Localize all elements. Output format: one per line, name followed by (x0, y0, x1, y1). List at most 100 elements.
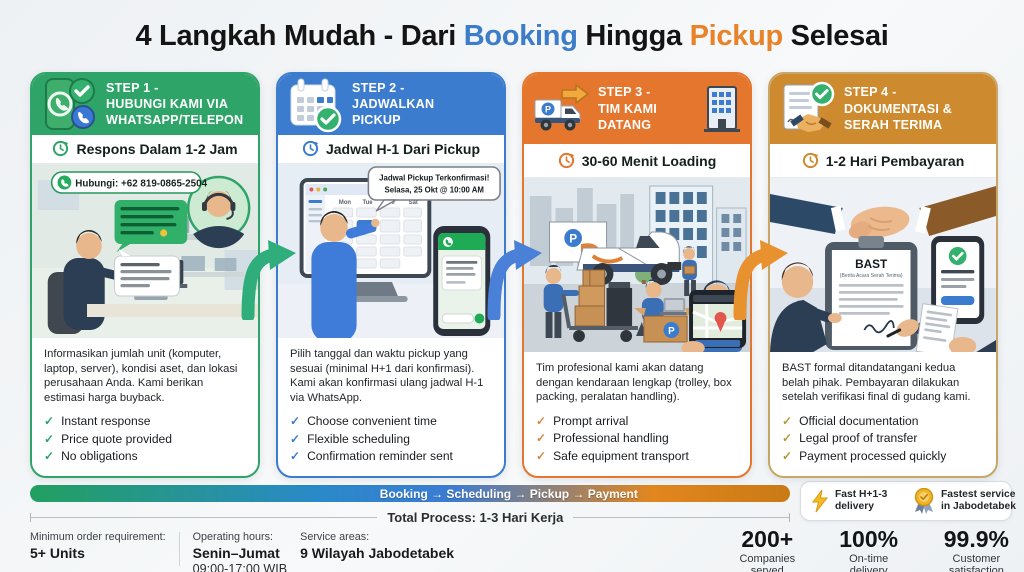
check-icon (44, 448, 54, 466)
stat-value: 99.9% (943, 526, 1009, 552)
info-extra: 09:00-17:00 WIB (192, 562, 288, 572)
worker-trolley (543, 264, 638, 342)
step1-timing: Respons Dalam 1-2 Jam (32, 134, 258, 165)
svg-text:P: P (668, 326, 675, 337)
badge-label: Fast H+1-3 delivery (835, 488, 888, 512)
stat-satisfaction: 99.9% Customer satisfaction (929, 527, 1024, 572)
check-icon (290, 431, 300, 449)
checklist-text: Price quote provided (61, 431, 172, 446)
total-process-label: Total Process: 1-3 Hari Kerja (387, 509, 564, 525)
footer-stats: 200+ Companies served 100% On-time deliv… (726, 527, 1024, 572)
tick-mark (30, 512, 31, 522)
check-icon (44, 431, 54, 449)
bast-title: BAST (855, 257, 888, 271)
step2-timing: Jadwal H-1 Dari Pickup (278, 134, 504, 165)
step4-title: STEP 4 - DOKUMENTASI & SERAH TERIMA (844, 85, 953, 133)
step4-timing: 1-2 Hari Pembayaran (770, 144, 996, 178)
gps-tablet (681, 280, 747, 352)
step3-card: P STEP 3 - TIM KAMI DATANG (522, 72, 752, 478)
process-progress: Booking → Scheduling → Pickup → Payment … (30, 485, 790, 525)
fastest-service-badge: Fastest service in Jabodetabek (913, 488, 1019, 514)
vertical-divider (178, 532, 180, 566)
total-process-row: Total Process: 1-3 Hari Kerja (30, 509, 790, 525)
medal-icon (914, 488, 934, 514)
open-box: P (634, 308, 697, 343)
title-part2: Hingga (577, 20, 690, 52)
contact-number: Hubungi: +62 819-0865-2504 (75, 179, 207, 190)
stat-value: 100% (839, 526, 899, 552)
info-label: Operating hours: (192, 531, 274, 543)
step1-header: STEP 1 - HUBUNGI KAMI VIA WHATSAPP/TELEP… (32, 74, 258, 135)
step2-description: Pilih tanggal dan waktu pickup yang sesu… (290, 348, 484, 404)
check-icon (44, 413, 54, 431)
title-part3: Selesai (782, 20, 889, 52)
stat-value: 200+ (741, 526, 794, 552)
service-areas-info: Service areas: 9 Wilayah Jabodetabek (300, 530, 467, 562)
checklist-item: Flexible scheduling (290, 431, 492, 449)
whatsapp-contact-pill: Hubungi: +62 819-0865-2504 (50, 171, 208, 194)
bubble-line1: Jadwal Pickup Terkonfirmasi! (379, 174, 489, 183)
cal-day: Sat (409, 200, 418, 206)
checklist-item: Prompt arrival (536, 413, 738, 431)
clock-icon (302, 141, 319, 157)
page-title: 4 Langkah Mudah - Dari Booking Hingga Pi… (0, 0, 1024, 53)
checklist-item: No obligations (44, 448, 246, 466)
flow-arrow-1 (241, 240, 296, 320)
step1-timing-label: Respons Dalam 1-2 Jam (76, 140, 238, 157)
info-value: 9 Wilayah Jabodetabek (300, 544, 455, 561)
bubble-line2: Selasa, 25 Okt @ 10:00 AM (385, 186, 485, 195)
min-order-info: Minimum order requirement: 5+ Units (30, 530, 179, 562)
confirmation-bubble: Jadwal Pickup Terkonfirmasi! Selasa, 25 … (367, 166, 501, 212)
step1-checklist: Instant response Price quote provided No… (32, 409, 258, 476)
stat-companies: 200+ Companies served (726, 527, 809, 572)
checklist-text: Professional handling (553, 431, 669, 446)
check-icon (782, 448, 792, 466)
step3-illustration: P (524, 178, 750, 352)
checklist-item: Official documentation (782, 413, 984, 431)
step4-card: STEP 4 - DOKUMENTASI & SERAH TERIMA 1-2 … (768, 72, 998, 478)
checklist-text: Official documentation (799, 413, 919, 428)
bast-clipboard: BAST (Berita Acara Serah Terima) (825, 236, 918, 350)
building-icon (702, 83, 742, 135)
checklist-item: Choose convenient time (290, 413, 492, 431)
step4-timing-label: 1-2 Hari Pembayaran (825, 152, 965, 169)
document-handshake-icon (778, 80, 836, 138)
check-icon (782, 413, 792, 431)
worker-laptop: P (634, 278, 697, 343)
step3-title: STEP 3 - TIM KAMI DATANG (598, 85, 657, 133)
info-label: Service areas: (300, 531, 370, 543)
clock-icon (53, 141, 69, 157)
step1-illustration: Hubungi: +62 819-0865-2504 (32, 164, 258, 339)
svg-text:P: P (569, 231, 577, 245)
step1-description: Informasikan jumlah unit (komputer, lapt… (44, 348, 238, 404)
receipt (915, 303, 996, 352)
check-icon (290, 448, 300, 466)
step3-description: Tim profesional kami akan datang dengan … (536, 362, 732, 404)
step4-checklist: Official documentation Legal proof of tr… (770, 409, 996, 476)
clock-icon (558, 152, 574, 169)
cal-day: Mon (339, 200, 351, 206)
step4-description: BAST formal ditandatangani kedua belah p… (782, 362, 971, 404)
divider-line (31, 516, 378, 518)
checklist-item: Professional handling (536, 430, 738, 448)
stat-ontime: 100% On-time delivery (833, 527, 905, 572)
svg-text:P: P (545, 105, 551, 115)
checklist-text: Choose convenient time (307, 414, 437, 429)
step2-header: STEP 2 - JADWALKAN PICKUP (278, 74, 504, 135)
step3-timing-label: 30-60 Menit Loading (581, 152, 717, 169)
worker-standing (682, 246, 697, 296)
step3-header: P STEP 3 - TIM KAMI DATANG (524, 74, 750, 144)
checklist-text: Confirmation reminder sent (307, 449, 453, 464)
step1-card: STEP 1 - HUBUNGI KAMI VIA WHATSAPP/TELEP… (30, 72, 260, 478)
fast-delivery-badge: Fast H+1-3 delivery (811, 489, 913, 514)
check-icon (536, 448, 546, 466)
checklist-text: Instant response (61, 414, 151, 429)
step3-timing: 30-60 Menit Loading (524, 144, 750, 178)
checklist-item: Payment processed quickly (782, 448, 984, 466)
checklist-text: Safe equipment transport (553, 448, 689, 463)
progress-bar: Booking → Scheduling → Pickup → Payment (30, 485, 790, 502)
checklist-text: Flexible scheduling (307, 431, 410, 446)
checklist-item: Instant response (44, 413, 246, 431)
checklist-text: Prompt arrival (553, 413, 629, 428)
checklist-text: No obligations (61, 449, 138, 464)
